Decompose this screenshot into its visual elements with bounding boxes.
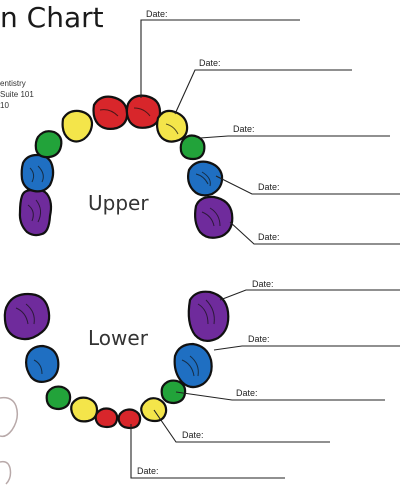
date-label-4[interactable]: Date: [258, 182, 280, 192]
lower-tooth-4[interactable] [71, 398, 97, 422]
partial-mouth-outline [0, 398, 17, 484]
upper-tooth-3[interactable] [36, 131, 62, 157]
upper-tooth-1[interactable] [20, 190, 51, 236]
lower-tooth-7[interactable] [141, 398, 166, 421]
upper-arch [20, 96, 232, 238]
chart-title: n Chart [0, 1, 104, 34]
leader-lines [131, 20, 400, 478]
lower-arch [5, 292, 228, 428]
upper-tooth-5[interactable] [94, 97, 128, 129]
lower-arch-label: Lower [88, 326, 149, 350]
address-line-3: 10 [0, 101, 9, 110]
lower-tooth-9[interactable] [175, 344, 212, 387]
date-label-9[interactable]: Date: [182, 430, 204, 440]
date-label-7[interactable]: Date: [248, 334, 270, 344]
upper-tooth-10[interactable] [195, 197, 232, 238]
date-label-6[interactable]: Date: [252, 279, 274, 289]
date-label-3[interactable]: Date: [233, 124, 255, 134]
upper-tooth-6[interactable] [127, 96, 160, 128]
date-label-1[interactable]: Date: [146, 9, 168, 19]
lower-tooth-1[interactable] [5, 294, 49, 339]
date-label-10[interactable]: Date: [137, 466, 159, 476]
date-label-2[interactable]: Date: [199, 58, 221, 68]
lower-tooth-2[interactable] [26, 346, 58, 382]
upper-tooth-8[interactable] [181, 136, 205, 159]
address-line-1: entistry [0, 79, 26, 88]
date-label-5[interactable]: Date: [258, 232, 280, 242]
lower-tooth-3[interactable] [47, 387, 70, 409]
lower-tooth-6[interactable] [119, 410, 140, 429]
lower-tooth-8[interactable] [162, 381, 185, 403]
upper-tooth-9[interactable] [188, 162, 222, 196]
address-line-2: Suite 101 [0, 90, 34, 99]
upper-tooth-4[interactable] [63, 111, 92, 142]
lower-tooth-5[interactable] [96, 409, 117, 428]
upper-arch-label: Upper [88, 191, 149, 215]
upper-tooth-2[interactable] [22, 155, 53, 191]
date-label-8[interactable]: Date: [236, 388, 258, 398]
